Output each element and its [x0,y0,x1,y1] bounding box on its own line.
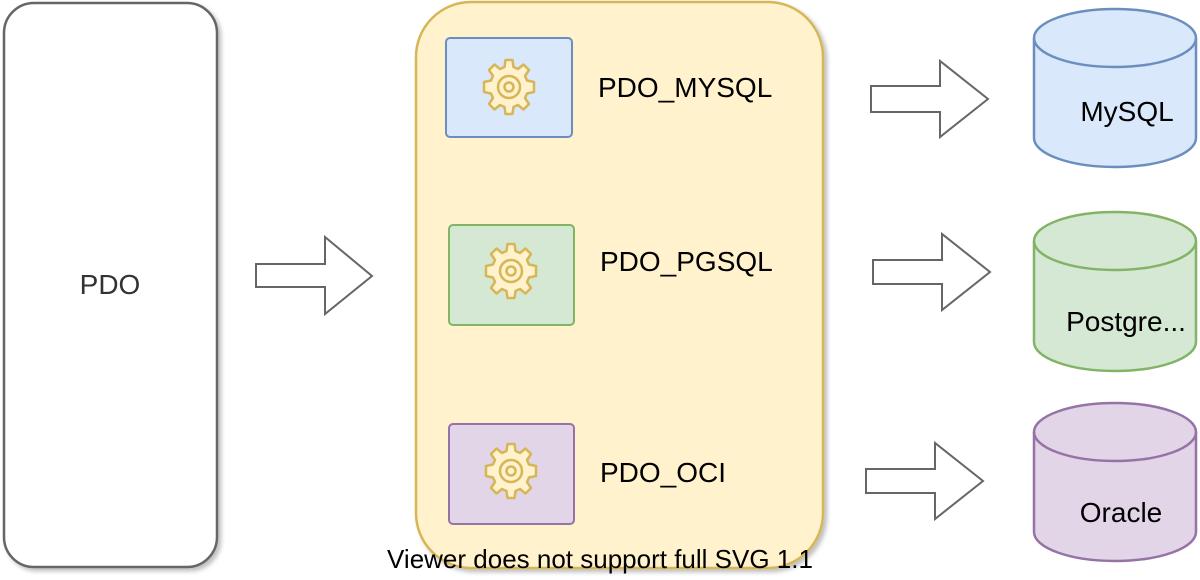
pdo-block: PDO [2,1,219,569]
database-mysql: MySQL [1032,7,1198,169]
arrow-oci-driver-to-db [865,440,985,522]
database-cylinder [1032,210,1198,373]
gear-icon [484,442,538,500]
database-label: MySQL [1080,96,1173,127]
database-label: Postgre... [1066,306,1186,337]
database-oracle: Oracle [1032,401,1198,563]
gear-icon [484,242,538,300]
database-postgresql: Postgre... [1032,210,1198,373]
driver-label: PDO_PGSQL [600,246,773,277]
database-label: Oracle [1080,497,1162,528]
database-rim [1032,240,1198,272]
arrow-mysql-driver-to-db [870,58,990,140]
driver-label: PDO_OCI [600,457,726,488]
database-rim [1032,431,1198,463]
database-cylinder [1032,401,1198,563]
driver-pdo-mysql: PDO_MYSQL [445,37,772,138]
arrow-pdo-to-drivers [255,234,374,317]
arrow-pgsql-driver-to-db [872,231,992,313]
gear-icon [482,58,536,116]
pdo-label: PDO [80,269,141,300]
viewer-support-note: Viewer does not support full SVG 1.1 [387,544,813,574]
database-cylinder [1032,7,1198,169]
driver-pdo-pgsql: PDO_PGSQL [448,224,773,326]
driver-label: PDO_MYSQL [598,72,772,103]
database-rim [1032,37,1198,69]
driver-pdo-oci: PDO_OCI [448,423,726,525]
